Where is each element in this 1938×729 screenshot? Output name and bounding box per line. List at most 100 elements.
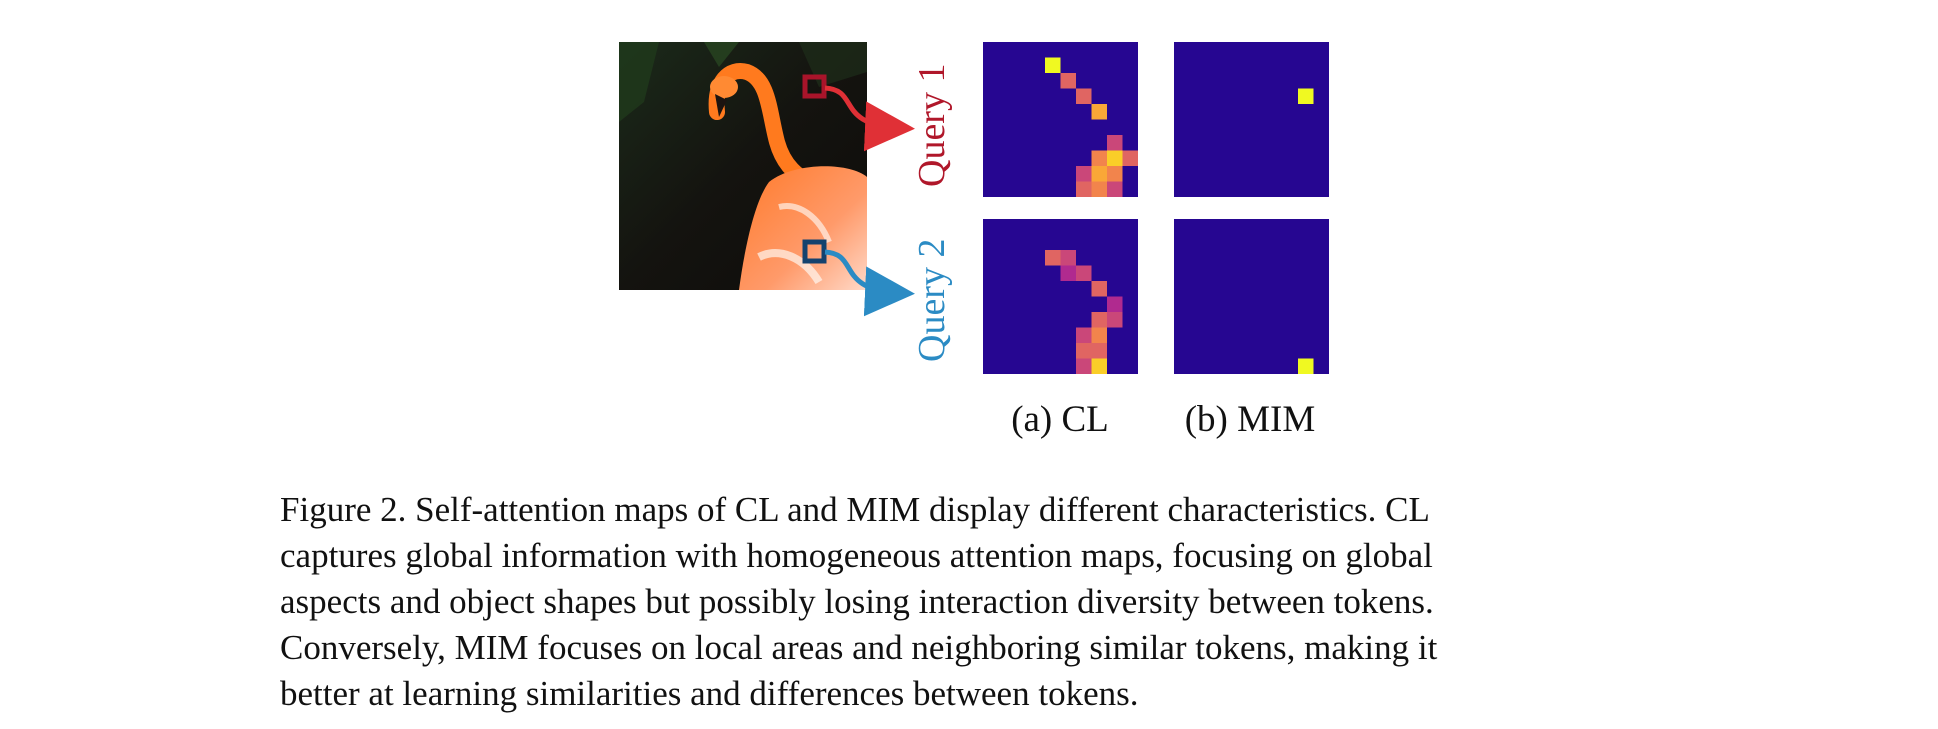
heatmap-cell xyxy=(1267,312,1283,328)
heatmap-cell xyxy=(1313,135,1329,151)
heatmap-cell xyxy=(1282,219,1299,235)
heatmap-cell xyxy=(1122,327,1138,344)
heatmap-cell xyxy=(1236,42,1252,58)
heatmap-cell xyxy=(1174,119,1190,136)
heatmap-cell xyxy=(1107,181,1123,197)
heatmap-cell xyxy=(1060,42,1077,58)
heatmap-cell xyxy=(983,358,999,374)
heatmap-cell xyxy=(1236,281,1252,297)
heatmap-cell xyxy=(1122,119,1138,136)
heatmap-cell xyxy=(1045,57,1061,74)
heatmap-cell xyxy=(1282,88,1299,105)
heatmap-cell xyxy=(1251,57,1268,74)
heatmap-cell xyxy=(1205,73,1221,89)
heatmap-cell xyxy=(1298,166,1314,182)
heatmap-cell xyxy=(1060,296,1077,313)
heatmap-cell xyxy=(1267,119,1283,136)
heatmap-cell xyxy=(1205,135,1221,151)
heatmap-cell xyxy=(983,166,999,182)
heatmap-cell xyxy=(1174,166,1190,182)
heatmap-cl-query2 xyxy=(983,219,1138,374)
heatmap-cell xyxy=(1091,104,1108,120)
heatmap-cell xyxy=(1060,104,1077,120)
heatmap-cell xyxy=(1060,88,1077,105)
heatmap-cell xyxy=(1251,296,1268,313)
heatmap-cell xyxy=(1205,312,1221,328)
heatmap-cell xyxy=(1205,234,1221,251)
heatmap-cell xyxy=(1298,42,1314,58)
heatmap-cell xyxy=(983,42,999,58)
heatmap-cell xyxy=(1014,219,1030,235)
heatmap-cell xyxy=(998,104,1015,120)
heatmap-cell xyxy=(983,281,999,297)
heatmap-cell xyxy=(1076,234,1092,251)
heatmap-cell xyxy=(1189,327,1206,344)
heatmap-cell xyxy=(1220,219,1237,235)
heatmap-cell xyxy=(1282,73,1299,89)
heatmap-cell xyxy=(1205,358,1221,374)
caption-line: captures global information with homogen… xyxy=(280,536,1433,575)
heatmap-cell xyxy=(998,234,1015,251)
heatmap-cell xyxy=(983,250,999,266)
heatmap-cell xyxy=(1267,219,1283,235)
heatmap-cell xyxy=(998,166,1015,182)
heatmap-cell xyxy=(1076,42,1092,58)
heatmap-cell xyxy=(1220,166,1237,182)
heatmap-cell xyxy=(1045,358,1061,374)
heatmap-cell xyxy=(1122,88,1138,105)
heatmap-cell xyxy=(1107,358,1123,374)
heatmap-cell xyxy=(983,88,999,105)
heatmap-cell xyxy=(1014,104,1030,120)
heatmap-cell xyxy=(1220,181,1237,197)
heatmap-cell xyxy=(1205,104,1221,120)
heatmap-cell xyxy=(1076,219,1092,235)
heatmap-cell xyxy=(1205,119,1221,136)
heatmap-cell xyxy=(1313,312,1329,328)
heatmap-cell xyxy=(1220,281,1237,297)
heatmap-cell xyxy=(1282,150,1299,167)
heatmap-cell xyxy=(1029,312,1046,328)
heatmap-cell xyxy=(983,135,999,151)
heatmap-cell xyxy=(1267,250,1283,266)
heatmap-cell xyxy=(998,150,1015,167)
heatmap-cell xyxy=(1298,150,1314,167)
heatmap-cell xyxy=(1220,250,1237,266)
heatmap-cell xyxy=(1060,73,1077,89)
heatmap-cell xyxy=(1298,265,1314,282)
heatmap-cell xyxy=(1091,312,1108,328)
heatmap-cell xyxy=(1029,166,1046,182)
heatmap-cell xyxy=(1029,327,1046,344)
heatmap-cell xyxy=(1220,358,1237,374)
heatmap-cell xyxy=(1091,358,1108,374)
heatmap-cell xyxy=(1313,57,1329,74)
heatmap-cell xyxy=(1029,358,1046,374)
heatmap-cell xyxy=(1220,119,1237,136)
heatmap-cell xyxy=(1060,312,1077,328)
heatmap-cell xyxy=(1045,265,1061,282)
heatmap-cell xyxy=(1091,135,1108,151)
heatmap-cell xyxy=(1189,150,1206,167)
heatmap-cell xyxy=(1107,281,1123,297)
heatmap-cell xyxy=(983,312,999,328)
heatmap-cell xyxy=(1014,181,1030,197)
heatmap-cell xyxy=(1236,312,1252,328)
heatmap-cell xyxy=(1122,150,1138,167)
heatmap-cell xyxy=(983,73,999,89)
heatmap-cell xyxy=(1189,358,1206,374)
heatmap-cell xyxy=(1267,104,1283,120)
heatmap-cell xyxy=(1076,57,1092,74)
heatmap-cell xyxy=(1107,219,1123,235)
query2-label: Query 2 xyxy=(911,238,953,362)
heatmap-cell xyxy=(1045,166,1061,182)
heatmap-cell xyxy=(1174,312,1190,328)
heatmap-cell xyxy=(1060,327,1077,344)
heatmap-cell xyxy=(1298,296,1314,313)
heatmap-cell xyxy=(1107,265,1123,282)
heatmap-cell xyxy=(1236,296,1252,313)
heatmap-cell xyxy=(1076,135,1092,151)
figure: Query 1 Query 2 (a) CL (b) MIM xyxy=(619,42,1329,440)
heatmap-cell xyxy=(1076,327,1092,344)
heatmap-cell xyxy=(1174,265,1190,282)
heatmap-cell xyxy=(1107,296,1123,313)
heatmap-cell xyxy=(1313,358,1329,374)
